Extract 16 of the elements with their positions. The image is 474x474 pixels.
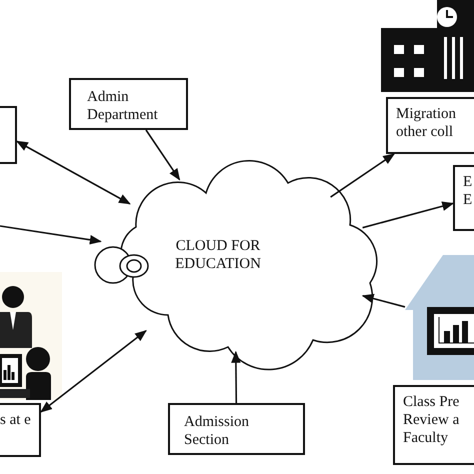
text-box: E E [453,165,474,231]
arrow [362,202,454,228]
arrow [40,330,147,413]
arrow [16,140,131,204]
text-box: Migration other coll [386,97,474,154]
text-box: s at e [0,403,41,457]
arrow [231,350,241,403]
arrow [0,225,102,245]
text-box [0,106,17,164]
text-box: Admin Department [69,78,188,130]
text-box: Admission Section [168,403,305,455]
cloud-label: CLOUD FOR EDUCATION [174,237,262,273]
arrow [145,130,180,181]
arrow [362,294,406,308]
arrow [330,153,396,198]
text-box: Class Pre Review a Faculty [393,385,474,465]
